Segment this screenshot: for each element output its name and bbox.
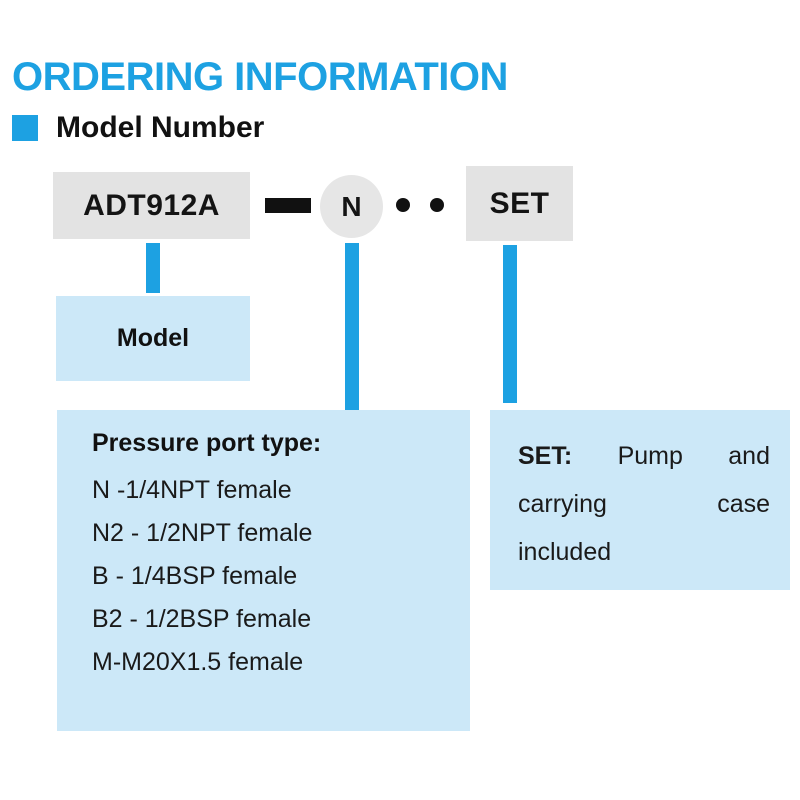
model-code-box: ADT912A (53, 172, 250, 239)
pressure-port-option-list: N -1/4NPT female N2 - 1/2NPT female B - … (92, 469, 470, 684)
model-number-subheading: Model Number (12, 113, 264, 143)
callout-set-text: SET: Pump and carrying case included (518, 432, 770, 576)
callout-set: SET: Pump and carrying case included (490, 410, 790, 590)
dash-separator-icon (265, 198, 311, 213)
blue-square-bullet-icon (12, 115, 38, 141)
callout-set-line1-rest: Pump and (572, 442, 770, 470)
dot-separator-icon-2 (430, 198, 444, 212)
callout-set-line3: included (518, 538, 612, 566)
list-item: M-M20X1.5 female (92, 648, 304, 677)
connector-port-stem (345, 243, 359, 410)
callout-model: Model (56, 296, 250, 381)
callout-set-line2: carrying case (518, 490, 770, 518)
set-code-box: SET (466, 166, 573, 241)
list-item: N -1/4NPT female (92, 476, 292, 505)
callout-pressure-port: Pressure port type: N -1/4NPT female N2 … (57, 410, 470, 731)
list-item: N2 - 1/2NPT female (92, 519, 313, 548)
port-code-circle: N (320, 175, 383, 238)
connector-model-stem (146, 243, 160, 293)
subheading-label: Model Number (56, 111, 265, 144)
callout-pressure-port-title: Pressure port type: (92, 429, 322, 457)
list-item: B2 - 1/2BSP female (92, 605, 312, 634)
dot-separator-icon-1 (396, 198, 410, 212)
callout-model-label: Model (116, 324, 190, 352)
list-item: B - 1/4BSP female (92, 562, 298, 591)
page-title: ORDERING INFORMATION (12, 55, 508, 99)
connector-set-stem (503, 245, 517, 403)
callout-set-lead: SET: (518, 442, 573, 470)
